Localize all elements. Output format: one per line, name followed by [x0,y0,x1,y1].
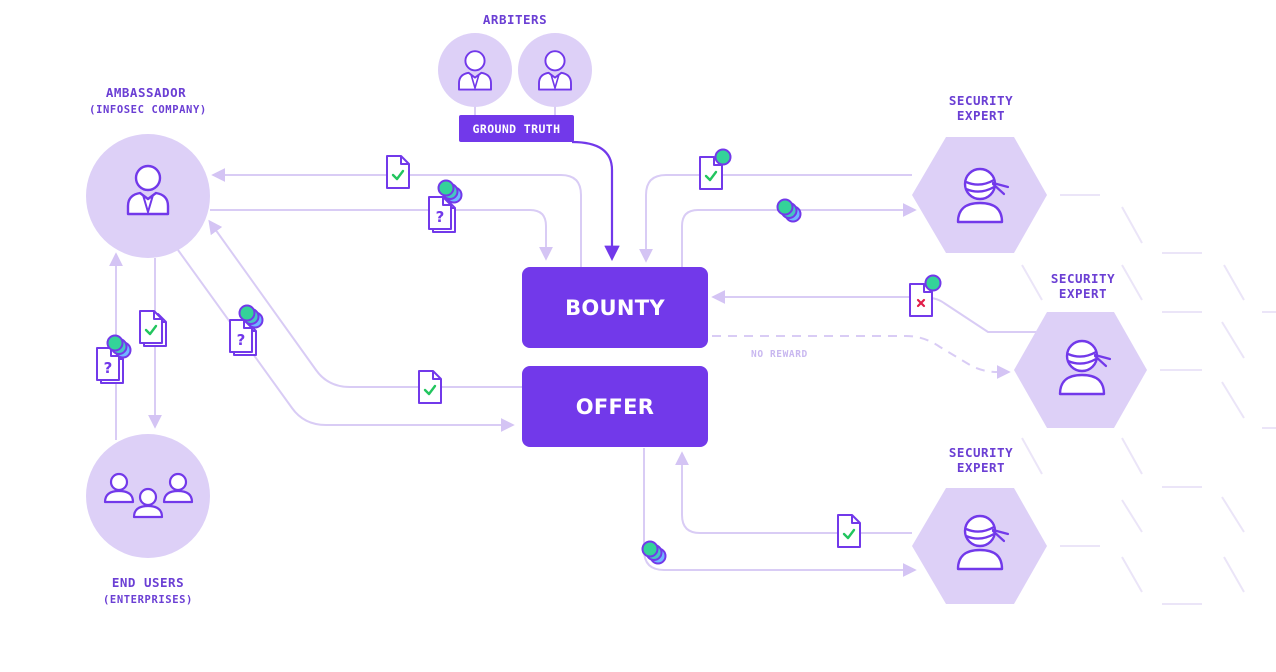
end-users-label: END USERS [111,575,185,590]
ground-truth-badge: GROUND TRUTH [459,115,574,142]
ambassador-label: AMBASSADOR [105,85,187,100]
token-coins-icon [714,148,732,166]
ambassador-node[interactable] [86,134,210,258]
security-expert-label-3: SECURITY EXPERT [948,445,1014,475]
document-check-icon [838,515,860,547]
token-coins-icon [776,198,802,223]
background-hex-grid [1021,194,1276,605]
document-check-icon [140,311,166,346]
token-coins-icon [924,274,942,292]
flow-lines [109,168,1036,577]
bounty-button[interactable]: BOUNTY [522,267,708,348]
security-expert-label-1: SECURITY EXPERT [948,93,1014,123]
ground-truth-arrow [571,140,620,262]
ambassador-sublabel: (INFOSEC COMPANY) [89,104,207,116]
end-users-sublabel: (ENTERPRISES) [103,594,193,606]
offer-button[interactable]: OFFER [522,366,708,447]
no-reward-label: NO REWARD [751,349,808,360]
document-check-icon [419,371,441,403]
document-check-icon [387,156,409,188]
security-expert-label-2: SECURITY EXPERT [1050,271,1116,301]
arbiters-label: ARBITERS [482,12,548,27]
